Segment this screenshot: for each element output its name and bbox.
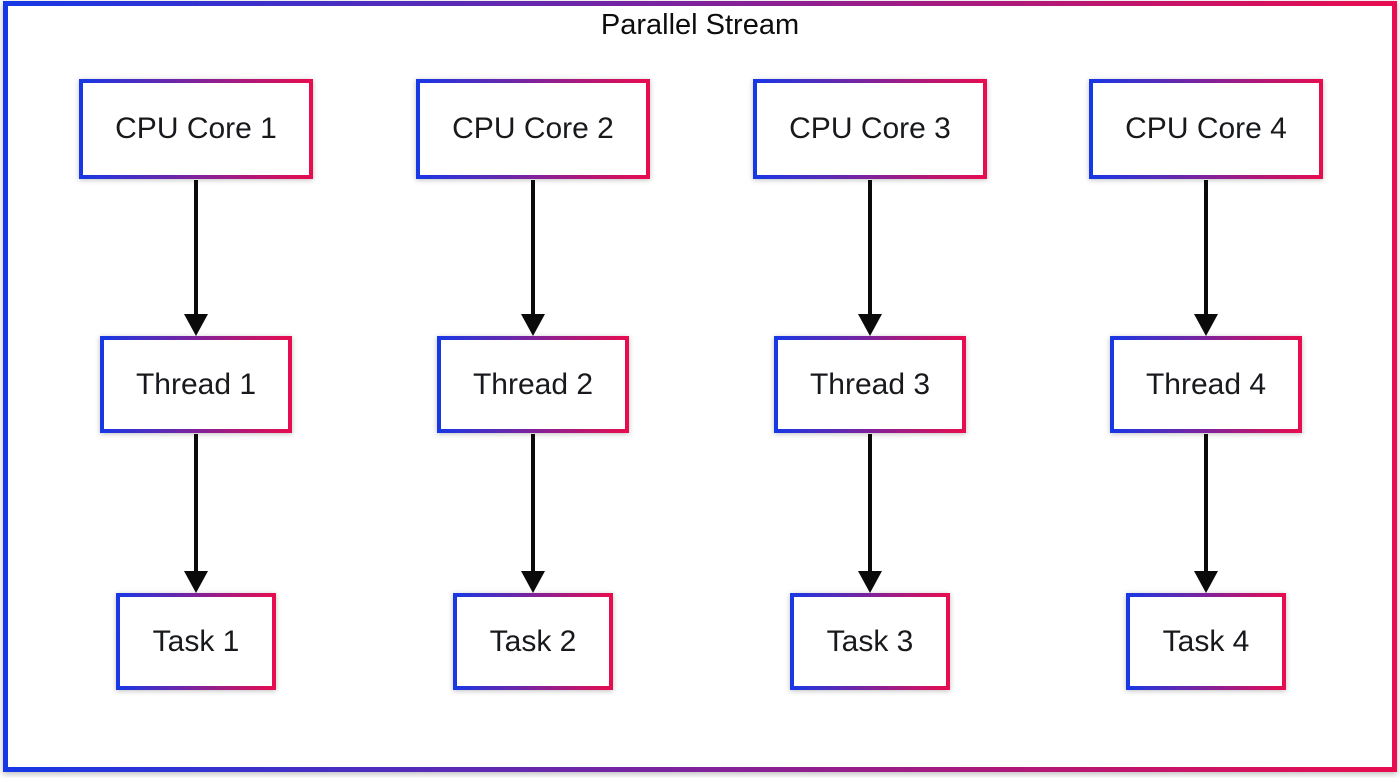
arrow-line-thread3-to-task3 — [868, 434, 872, 571]
arrow-line-cpu4-to-thread4 — [1204, 180, 1208, 314]
cpu-core-2-box: CPU Core 2 — [416, 79, 650, 179]
cpu-core-4-label: CPU Core 4 — [1093, 83, 1319, 175]
task-3-label: Task 3 — [794, 597, 946, 686]
cpu-core-4-box: CPU Core 4 — [1089, 79, 1323, 179]
task-3-box: Task 3 — [790, 593, 950, 690]
arrowhead-icon — [521, 571, 545, 593]
arrowhead-icon — [521, 314, 545, 336]
cpu-core-3-label: CPU Core 3 — [757, 83, 983, 175]
arrowhead-icon — [1194, 571, 1218, 593]
arrow-line-thread1-to-task1 — [194, 434, 198, 571]
thread-2-label: Thread 2 — [441, 340, 625, 429]
arrow-line-cpu3-to-thread3 — [868, 180, 872, 314]
arrow-line-thread2-to-task2 — [531, 434, 535, 571]
arrow-line-cpu1-to-thread1 — [194, 180, 198, 314]
diagram-title: Parallel Stream — [600, 9, 800, 41]
arrowhead-icon — [184, 571, 208, 593]
arrowhead-icon — [1194, 314, 1218, 336]
task-1-box: Task 1 — [116, 593, 276, 690]
thread-4-label: Thread 4 — [1114, 340, 1298, 429]
task-1-label: Task 1 — [120, 597, 272, 686]
cpu-core-1-box: CPU Core 1 — [79, 79, 313, 179]
arrow-line-thread4-to-task4 — [1204, 434, 1208, 571]
thread-3-label: Thread 3 — [778, 340, 962, 429]
task-2-label: Task 2 — [457, 597, 609, 686]
thread-4-box: Thread 4 — [1110, 336, 1302, 433]
task-4-label: Task 4 — [1130, 597, 1282, 686]
cpu-core-3-box: CPU Core 3 — [753, 79, 987, 179]
task-4-box: Task 4 — [1126, 593, 1286, 690]
thread-1-label: Thread 1 — [104, 340, 288, 429]
arrowhead-icon — [184, 314, 208, 336]
arrow-line-cpu2-to-thread2 — [531, 180, 535, 314]
thread-2-box: Thread 2 — [437, 336, 629, 433]
arrowhead-icon — [858, 314, 882, 336]
task-2-box: Task 2 — [453, 593, 613, 690]
thread-1-box: Thread 1 — [100, 336, 292, 433]
cpu-core-2-label: CPU Core 2 — [420, 83, 646, 175]
arrowhead-icon — [858, 571, 882, 593]
cpu-core-1-label: CPU Core 1 — [83, 83, 309, 175]
thread-3-box: Thread 3 — [774, 336, 966, 433]
